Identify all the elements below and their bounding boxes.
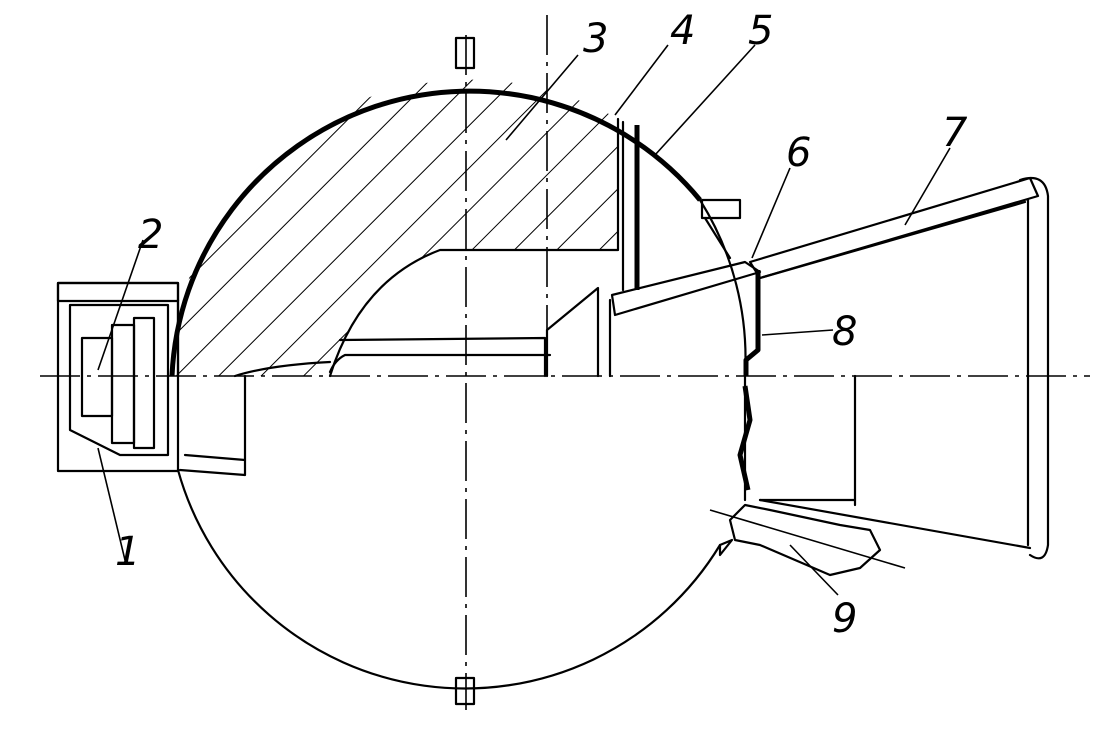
label-6: 6 bbox=[786, 130, 811, 176]
nozzle-seam bbox=[737, 385, 753, 491]
label-1: 1 bbox=[115, 529, 140, 575]
nozzle-cone bbox=[748, 176, 1040, 280]
charge-inner-contour bbox=[328, 117, 620, 378]
casing-upper bbox=[169, 88, 702, 377]
lower-flange-inner bbox=[183, 453, 247, 462]
label-3: 3 bbox=[583, 16, 608, 62]
nozzle-lower-contour bbox=[758, 498, 1032, 550]
igniter-axis bbox=[709, 509, 906, 569]
leader-7 bbox=[904, 147, 951, 226]
rear-step bbox=[545, 286, 600, 378]
label-5: 5 bbox=[748, 8, 773, 54]
leader-9 bbox=[789, 544, 839, 596]
propellant-charge bbox=[172, 79, 618, 376]
leader-6 bbox=[751, 167, 791, 259]
bottom-lug bbox=[454, 676, 476, 706]
leader-8 bbox=[761, 329, 834, 336]
leader-4 bbox=[614, 44, 669, 116]
upper-boss bbox=[700, 198, 742, 220]
label-9: 9 bbox=[832, 596, 857, 642]
channel-taper bbox=[233, 360, 332, 378]
leader-5 bbox=[654, 44, 756, 156]
label-2: 2 bbox=[138, 212, 163, 258]
leader-3 bbox=[505, 54, 579, 141]
nozzle-inner-upper bbox=[758, 200, 1027, 280]
igniter bbox=[728, 503, 882, 577]
label-8: 8 bbox=[832, 309, 857, 355]
label-4: 4 bbox=[670, 8, 695, 54]
nozzle-throat bbox=[743, 270, 761, 376]
top-lug bbox=[454, 36, 476, 70]
instrument-part-2 bbox=[110, 323, 136, 445]
leader-1 bbox=[97, 447, 126, 561]
boss-leg bbox=[703, 216, 732, 260]
instrument-part-1 bbox=[80, 336, 114, 418]
label-7: 7 bbox=[942, 110, 968, 156]
lower-flange bbox=[178, 374, 247, 477]
channel-lower bbox=[328, 353, 552, 374]
channel-upper bbox=[338, 336, 547, 378]
forward-cap-top bbox=[56, 281, 180, 303]
nozzle-exit-rim bbox=[1018, 176, 1050, 560]
instrument-housing bbox=[68, 303, 170, 457]
casing-lower bbox=[176, 468, 722, 690]
leader-2 bbox=[97, 239, 144, 371]
instrument-part-3 bbox=[132, 316, 156, 450]
igniter-boss bbox=[718, 538, 734, 557]
